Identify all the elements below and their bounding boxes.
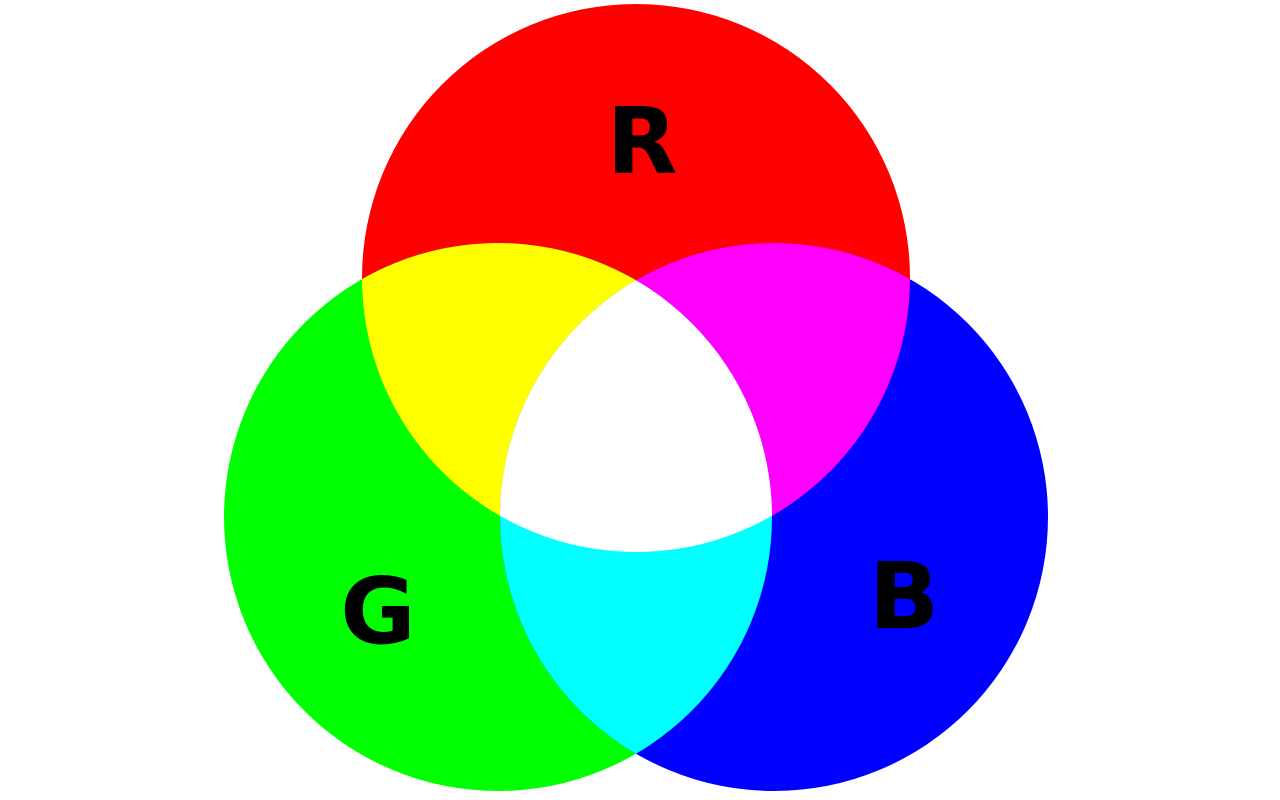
red-label: R: [607, 88, 678, 195]
green-label: G: [340, 558, 416, 665]
blue-label: B: [869, 543, 939, 650]
center-overlap: [500, 243, 772, 552]
